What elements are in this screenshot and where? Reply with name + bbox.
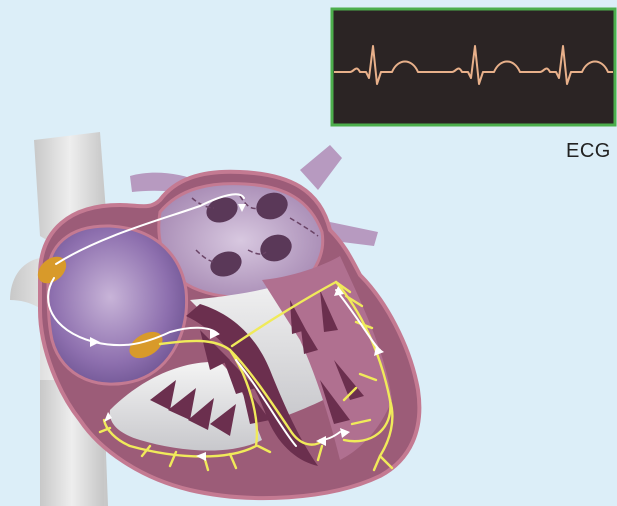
ecg-label: ECG — [566, 140, 611, 163]
right-atrium — [48, 226, 187, 384]
ecg-monitor — [332, 9, 615, 125]
